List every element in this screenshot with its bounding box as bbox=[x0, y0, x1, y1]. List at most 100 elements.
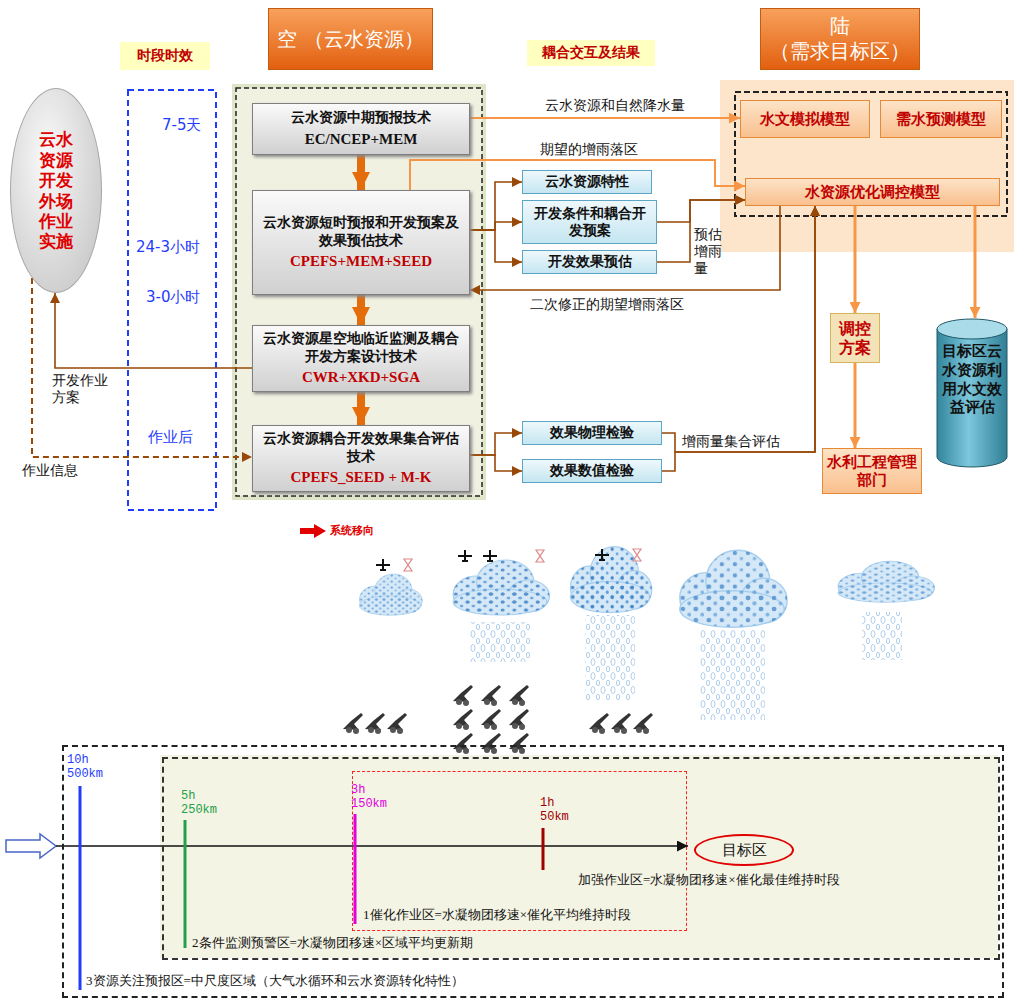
connector bbox=[357, 155, 365, 190]
edge-label: 二次修正的期望增雨落区 bbox=[530, 296, 684, 313]
text-label: 7-5天 bbox=[162, 116, 202, 134]
period-header: 时段时效 bbox=[120, 42, 210, 70]
node-text: 目标区云水资源利用水文效益评估 bbox=[940, 342, 1004, 417]
node-text: 开发条件和耦合开发预案 bbox=[527, 205, 652, 240]
monitor-zone-ground bbox=[160, 755, 998, 958]
connector bbox=[854, 206, 857, 313]
monitor-zone: 2条件监测预警区=水凝物团移速×区域平均更新期 1催化作业区=水凝物团移速×催化平… bbox=[162, 757, 1000, 960]
edge-label: 增雨量集合评估 bbox=[682, 433, 780, 450]
node-text: 云水资源短时预报和开发预案及效果预估技术 bbox=[261, 214, 461, 249]
connector bbox=[357, 392, 365, 425]
result-box: 开发效果预估 bbox=[522, 250, 657, 274]
connector bbox=[470, 230, 522, 262]
result-box: 效果数值检验 bbox=[522, 459, 662, 483]
department-box: 水利工程管理部门 bbox=[822, 448, 922, 494]
marker-5h bbox=[184, 820, 187, 948]
node-text: 需水预测模型 bbox=[896, 110, 986, 128]
technique-box: 云水资源耦合开发效果集合评估技术CPEFS_SEED + M-K bbox=[252, 425, 470, 492]
model-box: 水文模拟模型 bbox=[740, 100, 870, 138]
technique-box: 云水资源中期预报技术 EC/NCEP+MEM bbox=[252, 103, 470, 155]
node-text: EC/NCEP+MEM bbox=[305, 130, 418, 149]
node-text: 时段时效 bbox=[137, 47, 193, 65]
connector bbox=[662, 206, 815, 471]
marker-3h bbox=[354, 814, 357, 924]
input-arrow bbox=[6, 834, 56, 858]
model-box: 水资源优化调控模型 bbox=[745, 178, 1000, 206]
node-text: 水资源优化调控模型 bbox=[805, 183, 940, 201]
field-operation-ellipse: 云水资源开发外场作业实施 bbox=[10, 88, 102, 293]
move-arrow bbox=[300, 524, 326, 538]
connector bbox=[854, 363, 857, 448]
node-text: CPEFS+MEM+SEED bbox=[290, 252, 432, 271]
technique-box: 云水资源短时预报和开发预案及效果预估技术 CPEFS+MEM+SEED bbox=[252, 190, 470, 295]
text-label: 系统移向 bbox=[330, 524, 374, 537]
text-label: 3h bbox=[351, 784, 365, 798]
connector bbox=[470, 222, 522, 230]
edge-label: 云水资源和自然降水量 bbox=[545, 97, 685, 114]
node-text: 水利工程管理部门 bbox=[827, 453, 917, 489]
marker-1h bbox=[542, 828, 545, 870]
node-text: 调控方案 bbox=[837, 319, 873, 357]
evaluation-cylinder: 目标区云水资源利用水文效益评估 bbox=[936, 318, 1008, 468]
text-label: 1h bbox=[540, 797, 554, 811]
connector bbox=[32, 278, 252, 457]
node-text: 3资源关注预报区=中尺度区域（大气水循环和云水资源转化特性） bbox=[86, 972, 464, 990]
node-text: 效果物理检验 bbox=[550, 424, 634, 442]
sky-panel bbox=[232, 84, 486, 500]
coupling-header: 耦合交互及结果 bbox=[527, 40, 655, 66]
land-panel bbox=[720, 80, 1014, 252]
connector bbox=[470, 182, 522, 230]
node-text: 效果数值检验 bbox=[550, 462, 634, 480]
text-label: 24-3小时 bbox=[136, 238, 200, 256]
connector bbox=[470, 117, 740, 119]
node-text: 陆 （需求目标区） bbox=[765, 14, 915, 64]
timeline-axis bbox=[56, 845, 688, 847]
node-text: 2条件监测预警区=水凝物团移速×区域平均更新期 bbox=[192, 934, 473, 952]
forecast-zone: 3资源关注预报区=中尺度区域（大气水循环和云水资源转化特性） 2条件监测预警区=水… bbox=[62, 745, 1004, 998]
technique-box: 云水资源星空地临近监测及耦合开发方案设计技术 CWR+XKD+SGA bbox=[252, 325, 470, 392]
target-ellipse: 目标区 bbox=[694, 834, 794, 866]
connector bbox=[470, 433, 522, 455]
seeding-marks bbox=[404, 549, 641, 571]
text-label: 5h bbox=[181, 790, 195, 804]
text-label: 50km bbox=[540, 811, 569, 825]
node-text: 云水资源中期预报技术 bbox=[291, 109, 431, 127]
node-text: 云水资源开发外场作业实施 bbox=[39, 129, 73, 251]
connector bbox=[410, 160, 745, 190]
node-text: 空 （云水资源） bbox=[277, 27, 423, 52]
connector bbox=[470, 455, 522, 471]
result-box: 云水资源特性 bbox=[522, 170, 652, 194]
text-label: 250km bbox=[181, 804, 217, 818]
connector bbox=[974, 206, 977, 318]
edge-label: 开发作业方案 bbox=[52, 372, 112, 406]
connector bbox=[662, 206, 815, 452]
result-box: 效果物理检验 bbox=[522, 421, 662, 445]
node-text: CWR+XKD+SGA bbox=[302, 368, 420, 387]
connector bbox=[657, 200, 745, 222]
seeding-zone: 1催化作业区=水凝物团移速×催化平均维持时段 bbox=[352, 771, 687, 931]
node-text: 云水资源星空地临近监测及耦合开发方案设计技术 bbox=[261, 330, 461, 365]
node-text: 开发效果预估 bbox=[548, 253, 632, 271]
node-text: 1催化作业区=水凝物团移速×催化平均维持时段 bbox=[363, 906, 631, 924]
text-label: 作业后 bbox=[148, 428, 193, 446]
edge-label: 期望的增雨落区 bbox=[540, 141, 638, 158]
node-text: 云水资源耦合开发效果集合评估技术 bbox=[261, 430, 461, 465]
node-text: 目标区 bbox=[722, 841, 767, 860]
connector bbox=[357, 295, 365, 325]
edge-label: 预估增雨量 bbox=[694, 226, 724, 276]
node-text: 耦合交互及结果 bbox=[542, 44, 640, 62]
text-label: 500km bbox=[67, 768, 103, 782]
result-box: 开发条件和耦合开发预案 bbox=[522, 200, 657, 244]
node-text: 水文模拟模型 bbox=[760, 110, 850, 128]
land-group bbox=[735, 92, 1007, 216]
land-header: 陆 （需求目标区） bbox=[760, 8, 920, 70]
time-column bbox=[128, 90, 216, 510]
model-box: 需水预测模型 bbox=[880, 100, 1002, 138]
sky-panel bbox=[236, 88, 482, 496]
plan-box: 调控方案 bbox=[830, 313, 880, 363]
aircraft bbox=[376, 549, 609, 571]
clouds bbox=[359, 547, 934, 720]
text-label: 10h bbox=[67, 754, 89, 768]
